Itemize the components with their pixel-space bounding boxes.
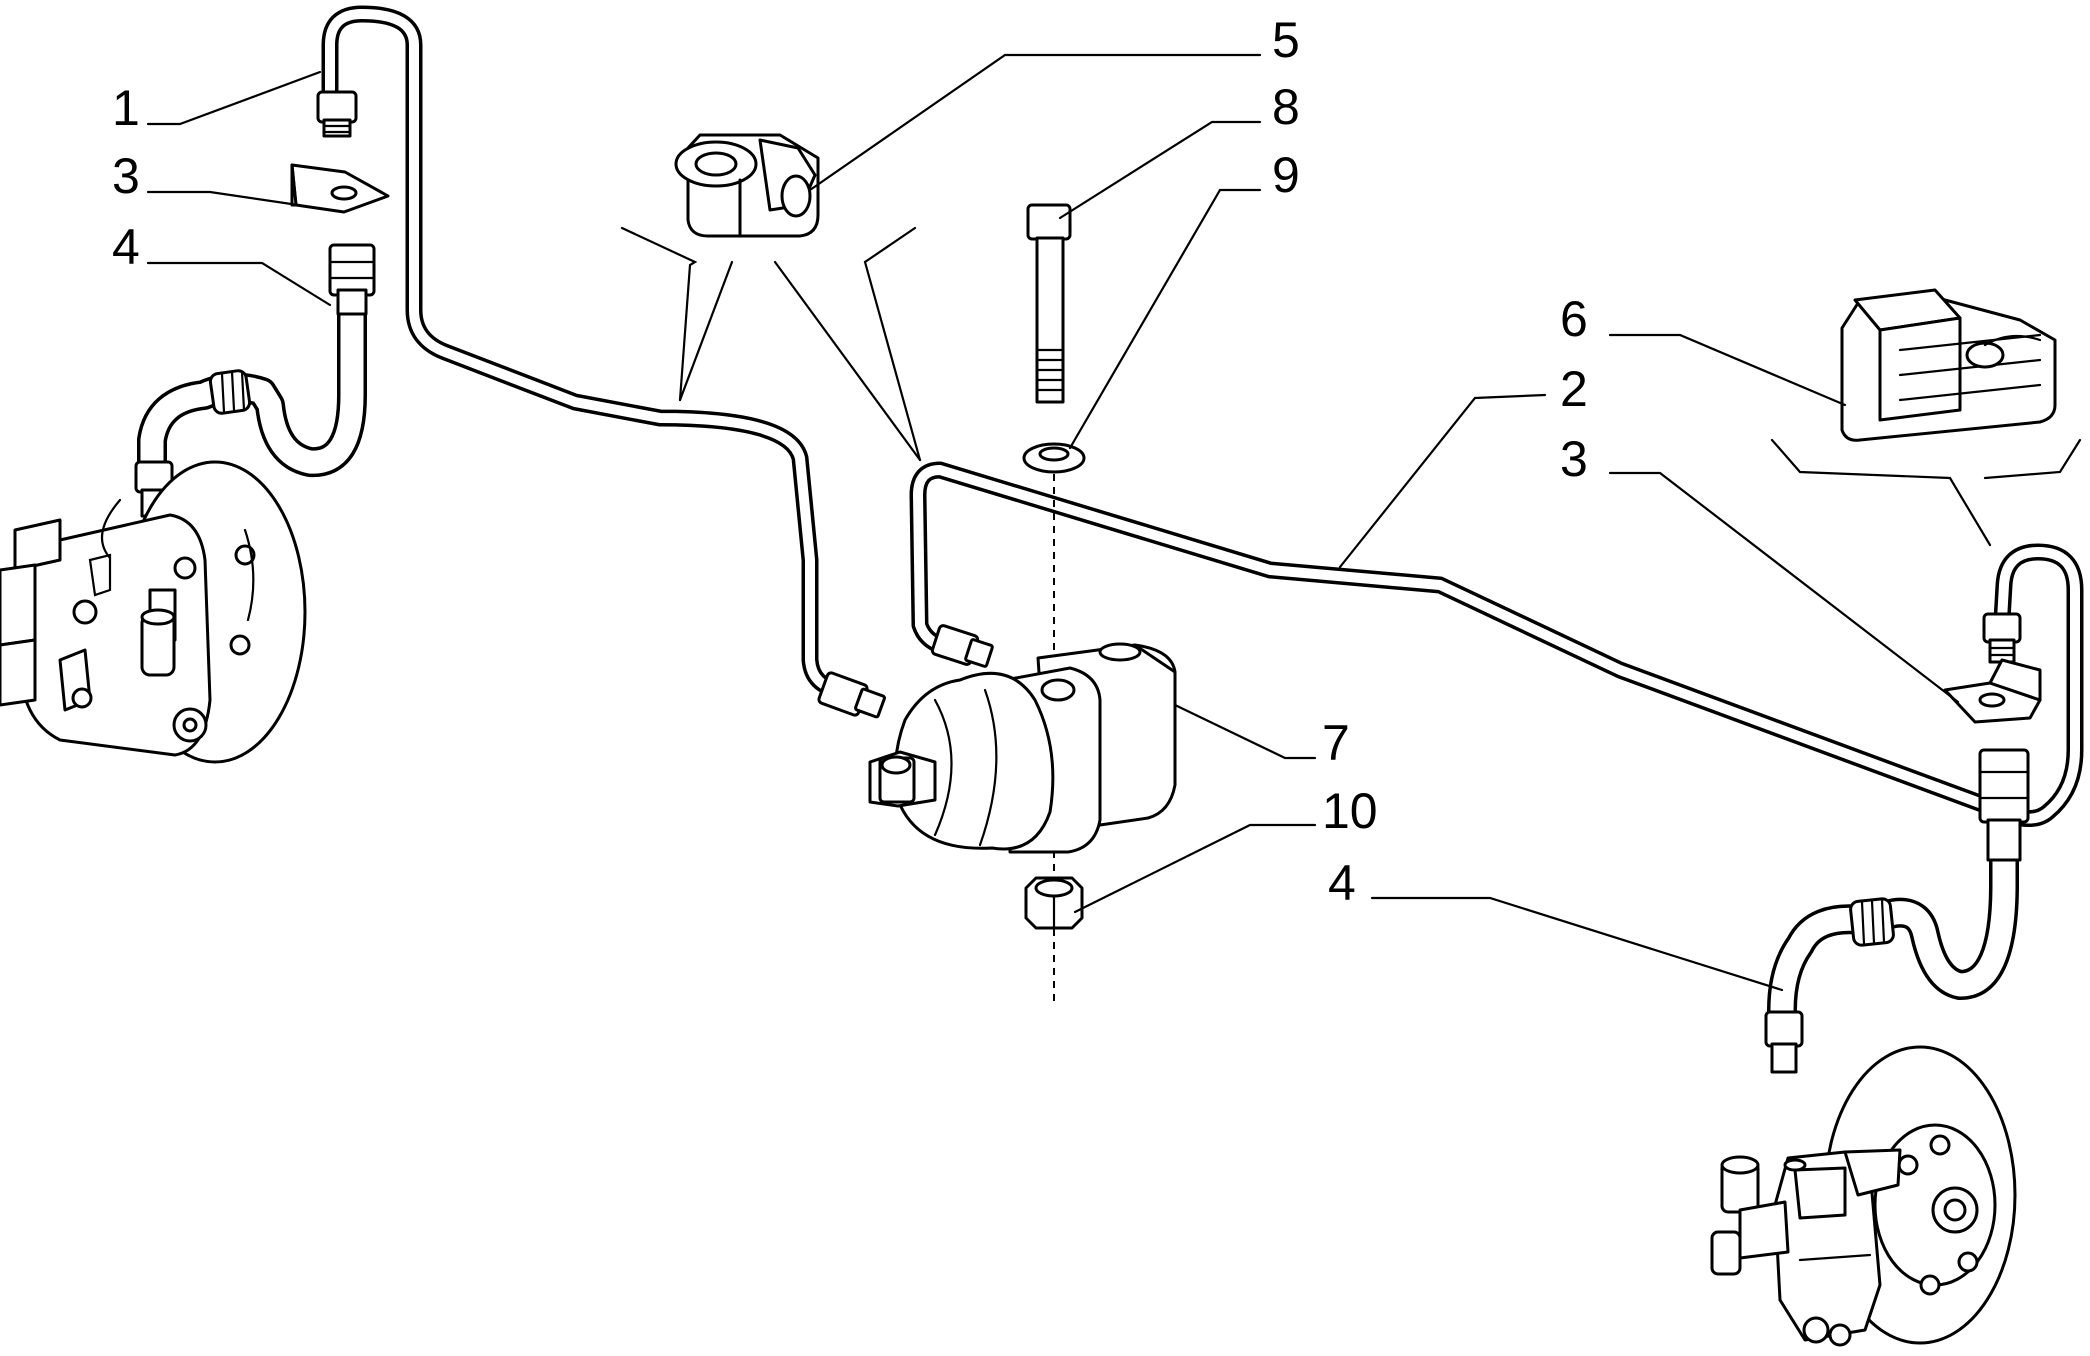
pipe-clip-5 xyxy=(674,133,820,238)
leader-7 xyxy=(1173,703,1317,760)
callout-9: 9 xyxy=(1272,147,1300,203)
leader-lines xyxy=(146,53,1960,992)
callout-1: 1 xyxy=(112,80,140,136)
leader-4-right xyxy=(1370,896,1784,992)
callout-5: 5 xyxy=(1272,12,1300,68)
leader-3-left xyxy=(146,190,300,207)
right-flexible-hose xyxy=(1764,748,2030,1074)
left-flexible-hose xyxy=(134,243,376,518)
regulator-left-fitting xyxy=(817,671,886,719)
brake-pressure-regulator xyxy=(868,642,1177,854)
left-bracket xyxy=(290,163,390,214)
callout-3-right: 3 xyxy=(1560,431,1588,487)
leader-10 xyxy=(1073,823,1317,914)
pipe-clip-6 xyxy=(1840,288,2057,442)
leader-9 xyxy=(1068,188,1262,450)
callout-4-right: 4 xyxy=(1328,855,1356,911)
callout-8: 8 xyxy=(1272,79,1300,135)
callout-4-left: 4 xyxy=(112,219,140,275)
callout-7: 7 xyxy=(1322,715,1350,771)
leader-2 xyxy=(1338,393,1547,569)
callout-10: 10 xyxy=(1322,783,1378,839)
right-bracket xyxy=(1943,658,2042,724)
left-brake-pipe xyxy=(316,5,849,699)
leader-1 xyxy=(146,70,322,126)
bolt-8 xyxy=(1026,203,1072,404)
washer-9 xyxy=(1022,442,1086,474)
regulator-right-fitting xyxy=(930,624,994,668)
clip-5-group-lines xyxy=(620,226,922,462)
leader-4-left xyxy=(146,261,332,307)
leader-3-right xyxy=(1608,471,1960,704)
leader-8 xyxy=(1058,120,1262,220)
left-brake-caliper xyxy=(0,460,307,764)
leader-5 xyxy=(808,53,1262,192)
leader-6 xyxy=(1608,333,1847,407)
right-brake-caliper xyxy=(1710,1045,2017,1347)
right-brake-pipe xyxy=(909,461,2084,828)
callout-6: 6 xyxy=(1560,291,1588,347)
nut-10 xyxy=(1024,876,1084,930)
callout-2: 2 xyxy=(1560,361,1588,417)
clip-6-group-lines xyxy=(1770,438,2082,547)
callout-3-left: 3 xyxy=(112,148,140,204)
